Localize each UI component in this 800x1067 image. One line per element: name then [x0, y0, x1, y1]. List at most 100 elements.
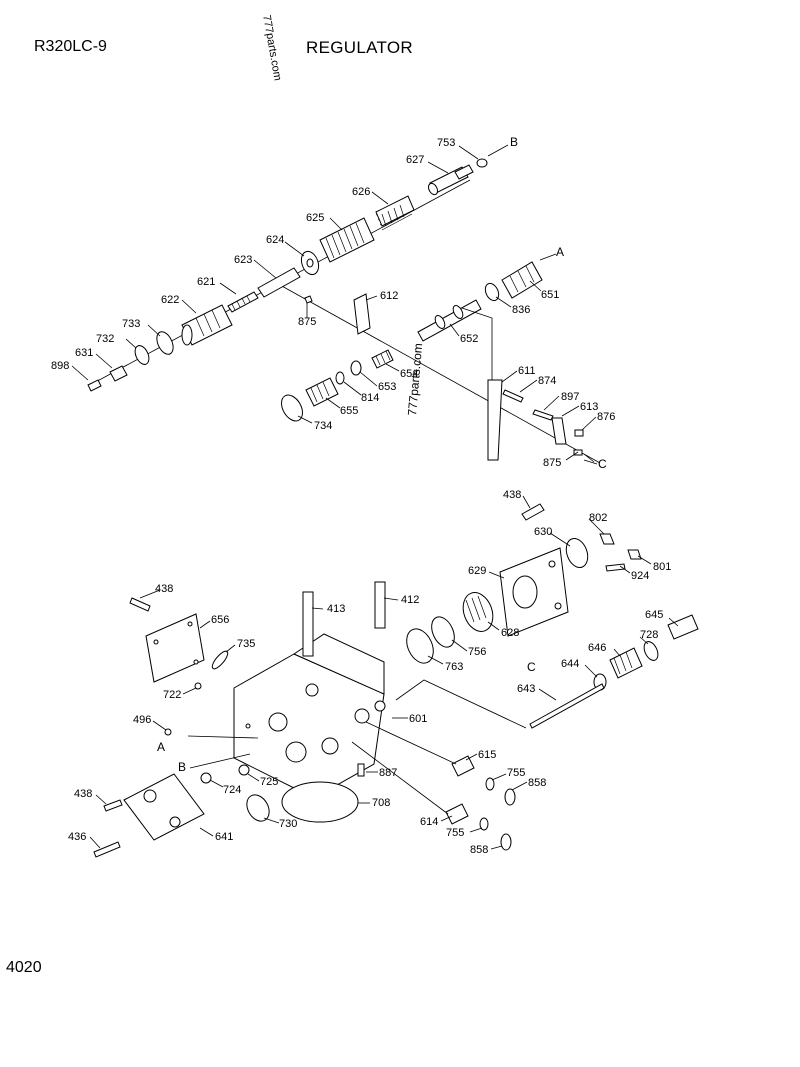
callout-897: 897 — [561, 391, 579, 403]
part-438-bolt-b — [129, 597, 151, 612]
callout-627: 627 — [406, 154, 424, 166]
callout-725: 725 — [260, 776, 278, 788]
callout-629: 629 — [468, 565, 486, 577]
axis-line-lower — [279, 284, 601, 464]
part-858-backup-ring-a — [504, 788, 516, 806]
callout-656: 656 — [211, 614, 229, 626]
callout-802: 802 — [589, 512, 607, 524]
part-801-nut — [627, 549, 642, 560]
callout-412: 412 — [401, 594, 419, 606]
marker-c-top: C — [598, 457, 607, 471]
part-875-pin-a — [304, 295, 313, 304]
part-651-sleeve — [501, 261, 543, 299]
callout-626: 626 — [352, 186, 370, 198]
part-802-nut — [599, 533, 615, 545]
part-735-o-ring — [211, 650, 229, 670]
callout-756: 756 — [468, 646, 486, 658]
part-655-spring — [305, 377, 339, 407]
part-755-o-ring-a — [485, 777, 495, 791]
callout-641: 641 — [215, 831, 233, 843]
guide-line-b — [189, 753, 251, 769]
callout-730: 730 — [279, 818, 297, 830]
part-645-plug — [667, 614, 699, 640]
callout-724: 724 — [223, 784, 241, 796]
callout-735: 735 — [237, 638, 255, 650]
callout-413: 413 — [327, 603, 345, 615]
callout-643: 643 — [517, 683, 535, 695]
part-614-plug — [445, 803, 469, 825]
part-874-pin — [502, 389, 524, 403]
part-753-o-ring — [476, 158, 488, 168]
callout-722: 722 — [163, 689, 181, 701]
part-734-o-ring — [281, 394, 303, 422]
part-732-o-ring — [134, 345, 150, 365]
callout-653: 653 — [378, 381, 396, 393]
callout-836: 836 — [512, 304, 530, 316]
part-876-pin — [574, 429, 584, 437]
part-438-bolt-c — [103, 799, 123, 812]
model-number: R320LC-9 — [34, 38, 107, 55]
part-631-nut — [109, 365, 128, 382]
part-612-plate — [353, 293, 371, 335]
callout-655: 655 — [340, 405, 358, 417]
part-656-cover-plate — [145, 613, 205, 683]
callout-874: 874 — [538, 375, 556, 387]
callout-628: 628 — [501, 627, 519, 639]
part-623-rod — [257, 267, 301, 298]
callout-646: 646 — [588, 642, 606, 654]
part-653-washer — [350, 360, 362, 376]
part-628-adjust-sleeve — [462, 592, 494, 632]
callout-755-b: 755 — [446, 827, 464, 839]
part-621-screw — [227, 291, 259, 313]
part-814-ring — [335, 371, 345, 385]
part-858-backup-ring-b — [500, 833, 512, 851]
callout-875-a: 875 — [298, 316, 316, 328]
callout-887: 887 — [379, 767, 397, 779]
part-496-plug — [164, 728, 172, 736]
part-887-pin — [357, 763, 365, 777]
callout-654: 654 — [400, 368, 418, 380]
callout-651: 651 — [541, 289, 559, 301]
callout-621: 621 — [197, 276, 215, 288]
guide-line-615 — [365, 721, 457, 765]
callout-924: 924 — [631, 570, 649, 582]
callout-645: 645 — [645, 609, 663, 621]
callout-652: 652 — [460, 333, 478, 345]
leader-lines — [71, 145, 679, 850]
part-626-spring — [375, 195, 415, 231]
callout-615: 615 — [478, 749, 496, 761]
part-728-o-ring — [643, 641, 659, 661]
callout-611: 611 — [518, 365, 536, 377]
callout-613: 613 — [580, 401, 598, 413]
part-611-lever — [487, 379, 503, 461]
callout-623: 623 — [234, 254, 252, 266]
part-641-pilot-cover — [123, 773, 205, 841]
callout-814: 814 — [361, 392, 379, 404]
part-624-hole — [306, 258, 314, 268]
callout-612: 612 — [380, 290, 398, 302]
guide-line-614 — [351, 741, 449, 815]
part-630-lock-nut — [565, 537, 589, 569]
part-836-snap-ring — [484, 282, 500, 302]
part-708-o-ring — [281, 781, 359, 823]
marker-a-body: A — [157, 740, 165, 754]
callout-734: 734 — [314, 420, 332, 432]
part-627-piston — [427, 164, 474, 196]
part-898-pin — [87, 379, 102, 392]
part-615-plug — [451, 755, 475, 777]
part-438-bolt-a — [521, 503, 545, 521]
callout-898: 898 — [51, 360, 69, 372]
callout-708: 708 — [372, 797, 390, 809]
callout-876: 876 — [597, 411, 615, 423]
callout-733: 733 — [122, 318, 140, 330]
guide-line-643 — [395, 679, 527, 729]
part-725-o-ring — [238, 764, 250, 776]
marker-c-body: C — [527, 660, 536, 674]
callout-496: 496 — [133, 714, 151, 726]
callout-614: 614 — [420, 816, 438, 828]
callout-755-a: 755 — [507, 767, 525, 779]
connection-markers: B A C A B C — [157, 135, 607, 774]
callout-644: 644 — [561, 658, 579, 670]
callout-601: 601 — [409, 713, 427, 725]
